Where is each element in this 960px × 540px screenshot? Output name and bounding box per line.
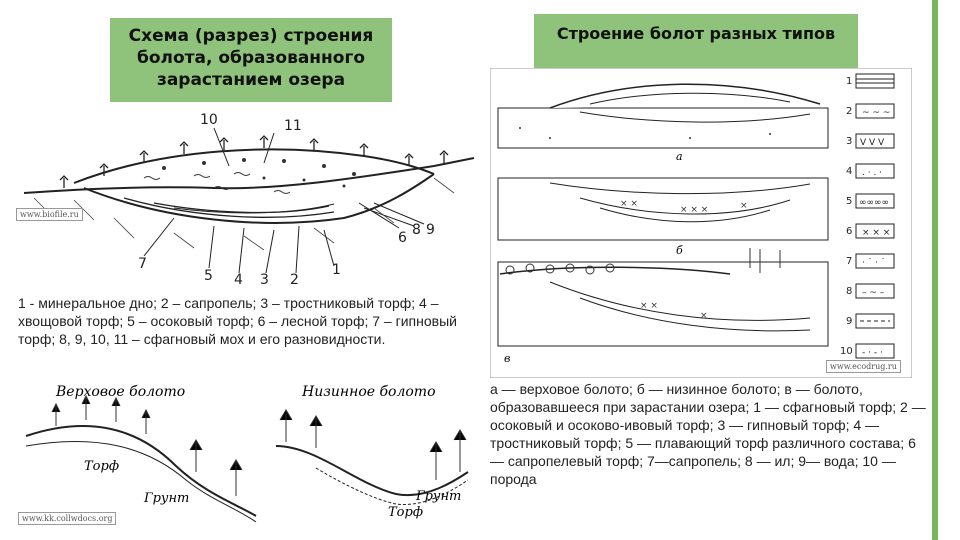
label-9: 9 (426, 222, 435, 238)
svg-text:× × ×: × × × (862, 228, 890, 238)
label-5: 5 (204, 268, 213, 284)
right-title-box: Строение болот разных типов (534, 14, 858, 70)
svg-text:×: × (740, 201, 748, 211)
label-profile-v: в (504, 352, 510, 365)
peat-label-2: Торф (388, 505, 423, 520)
legend-3: 3 (846, 136, 852, 147)
svg-text:– ~ –: – ~ – (862, 288, 885, 298)
svg-text:∞∞∞∞: ∞∞∞∞ (859, 198, 889, 208)
right-caption: а — верховое болото; б — низинное болото… (490, 380, 926, 488)
watermark-kk: www.kk.collwdocs.org (18, 512, 116, 525)
label-10: 10 (200, 112, 218, 128)
watermark-biofile: www.biofile.ru (16, 208, 83, 221)
left-title: Схема (разрез) строения болота, образова… (129, 26, 374, 90)
svg-text:V V V: V V V (860, 138, 885, 148)
legend-9: 9 (846, 316, 852, 327)
raised-bog-title: Верховое болото (55, 384, 185, 400)
legend-1: 1 (846, 76, 852, 87)
accent-bar (932, 0, 938, 540)
label-4: 4 (234, 272, 243, 288)
svg-text:×: × (700, 311, 708, 321)
label-7: 7 (138, 256, 147, 272)
label-1: 1 (332, 262, 341, 278)
legend-5: 5 (846, 196, 852, 207)
legend-2: 2 (846, 106, 852, 117)
svg-text:· ˙ · ˙: · ˙ · ˙ (862, 258, 885, 268)
svg-text:× × ×: × × × (680, 205, 708, 215)
lake-bog-cross-section-diagram: 10 11 6 8 9 7 5 4 3 2 1 (14, 108, 484, 288)
left-caption: 1 - минеральное дно; 2 – сапропель; 3 – … (18, 294, 488, 348)
svg-text:. · . ·: . · . · (862, 168, 882, 178)
label-profile-a: а (676, 150, 683, 163)
raised-and-low-bog-drawings: Верховое болото Низинное болото Торф Гру… (16, 376, 476, 532)
svg-text:× ×: × × (640, 301, 658, 311)
svg-text:× ×: × × (620, 199, 638, 209)
label-8: 8 (412, 222, 421, 238)
right-title: Строение болот разных типов (557, 24, 835, 43)
legend-6: 6 (846, 226, 852, 237)
low-bog-title: Низинное болото (301, 384, 436, 400)
label-11: 11 (284, 118, 302, 134)
label-profile-b: б (676, 244, 683, 257)
ground-label-1: Грунт (143, 491, 189, 506)
left-title-box: Схема (разрез) строения болота, образова… (110, 18, 392, 102)
svg-text:~ ~ ~: ~ ~ ~ (862, 108, 890, 118)
svg-text:- · - ·: - · - · (862, 348, 883, 358)
legend-7: 7 (846, 256, 852, 267)
peat-label-1: Торф (84, 459, 119, 474)
label-6: 6 (398, 230, 407, 246)
label-2: 2 (290, 272, 299, 288)
legend-10: 10 (840, 346, 853, 357)
watermark-ecodrug: www.ecodrug.ru (826, 360, 901, 373)
ground-label-2: Грунт (415, 489, 461, 504)
bog-types-profiles-diagram: а × × × × × × б × × × в 1 2 ~ ~ ~ 3 V V V (490, 68, 912, 378)
legend-8: 8 (846, 286, 852, 297)
label-3: 3 (260, 272, 269, 288)
legend-4: 4 (846, 166, 852, 177)
